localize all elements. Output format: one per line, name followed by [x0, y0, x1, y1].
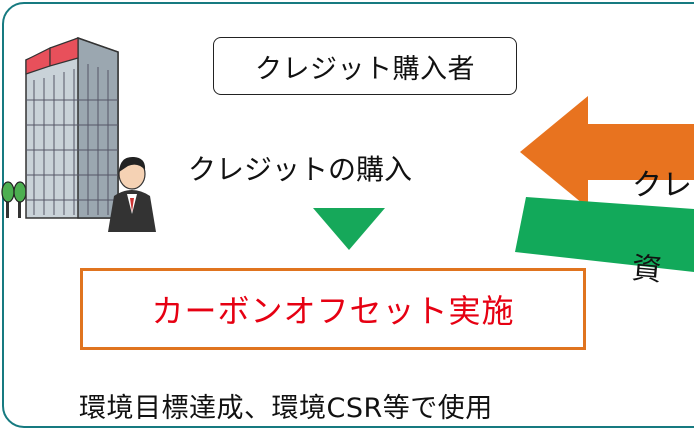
businessman-icon: [108, 156, 156, 232]
usage-description: 環境目標達成、環境CSR等で使用: [79, 393, 493, 424]
credit-buyer-box: クレジット購入者: [213, 37, 517, 95]
carbon-offset-box: カーボンオフセット実施: [80, 268, 586, 350]
credit-buyer-label: クレジット購入者: [255, 53, 475, 85]
fund-arrow-label: 資: [630, 250, 664, 289]
office-building-icon: [25, 36, 119, 219]
credit-arrow-label: クレ: [632, 168, 692, 203]
building-illustration: [1, 36, 156, 232]
carbon-offset-label: カーボンオフセット実施: [151, 292, 515, 330]
fund-arrow-shape: [515, 197, 694, 272]
down-arrow-icon: [313, 208, 385, 250]
credit-purchase-text: クレジットの購入: [188, 153, 413, 186]
credit-arrow-shape: [520, 96, 694, 208]
